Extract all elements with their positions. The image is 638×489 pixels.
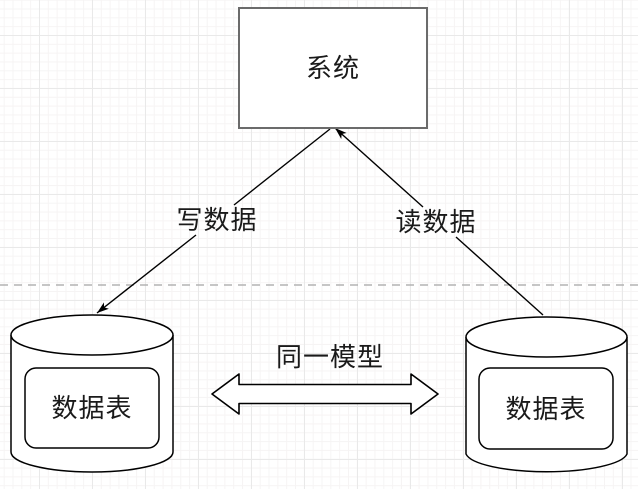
- node-left-database-cylinder: [10, 314, 174, 473]
- double-arrow-same-model: [211, 373, 439, 415]
- write-data-edge-label: 写数据: [176, 205, 258, 235]
- left-table-node-label: 数据表: [51, 393, 133, 423]
- system-node-label: 系统: [305, 53, 361, 83]
- right-table-node-label: 数据表: [505, 394, 587, 424]
- node-right-database-cylinder: [465, 316, 628, 473]
- right-table-inner-card: [478, 367, 614, 450]
- edge-write-data: [96, 128, 331, 314]
- read-data-edge-label: 读数据: [395, 207, 477, 237]
- node-system-box: [238, 7, 428, 129]
- left-table-inner-card: [24, 367, 160, 449]
- same-model-edge-label: 同一模型: [275, 342, 385, 372]
- edge-read-data: [334, 127, 544, 316]
